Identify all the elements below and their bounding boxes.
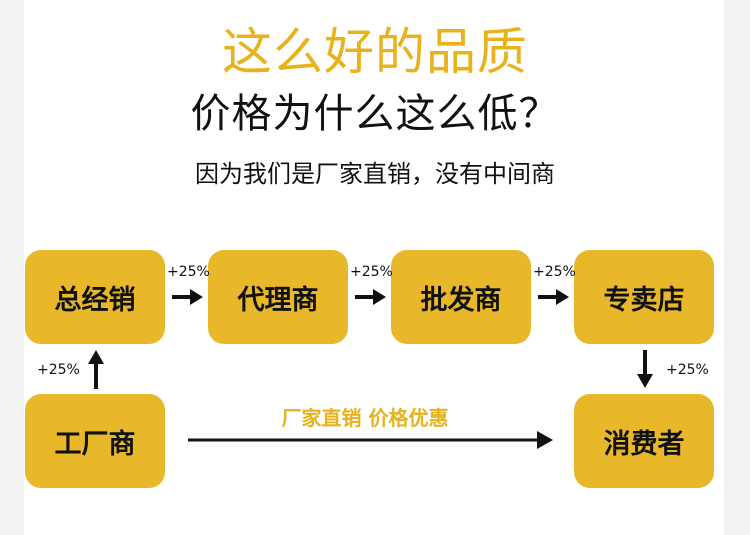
direct-route-label: 厂家直销 价格优惠 [281,406,449,430]
node-consumer: 消费者 [574,394,714,488]
headline-quality: 这么好的品质 [222,23,528,81]
arrow-store-to-consumer [637,350,653,388]
node-specialty-store: 专卖店 [574,250,714,344]
markup-agent-to-wholesaler: +25% [350,264,393,280]
headline-subtitle: 因为我们是厂家直销，没有中间商 [195,160,555,188]
markup-store-to-consumer: +25% [666,362,709,378]
node-factory: 工厂商 [25,394,165,488]
arrow-factory-to-general [88,350,104,389]
node-general-distributor: 总经销 [25,250,165,344]
arrow-agent-to-wholesaler [355,289,386,305]
markup-factory-to-general: +25% [37,362,80,378]
node-agent: 代理商 [208,250,348,344]
arrow-general-to-agent [172,289,203,305]
arrow-factory-to-consumer [188,431,553,449]
arrow-wholesaler-to-store [538,289,569,305]
markup-general-to-agent: +25% [167,264,210,280]
node-wholesaler: 批发商 [391,250,531,344]
headline-price-question: 价格为什么这么低？ [190,91,560,137]
markup-wholesaler-to-store: +25% [533,264,576,280]
